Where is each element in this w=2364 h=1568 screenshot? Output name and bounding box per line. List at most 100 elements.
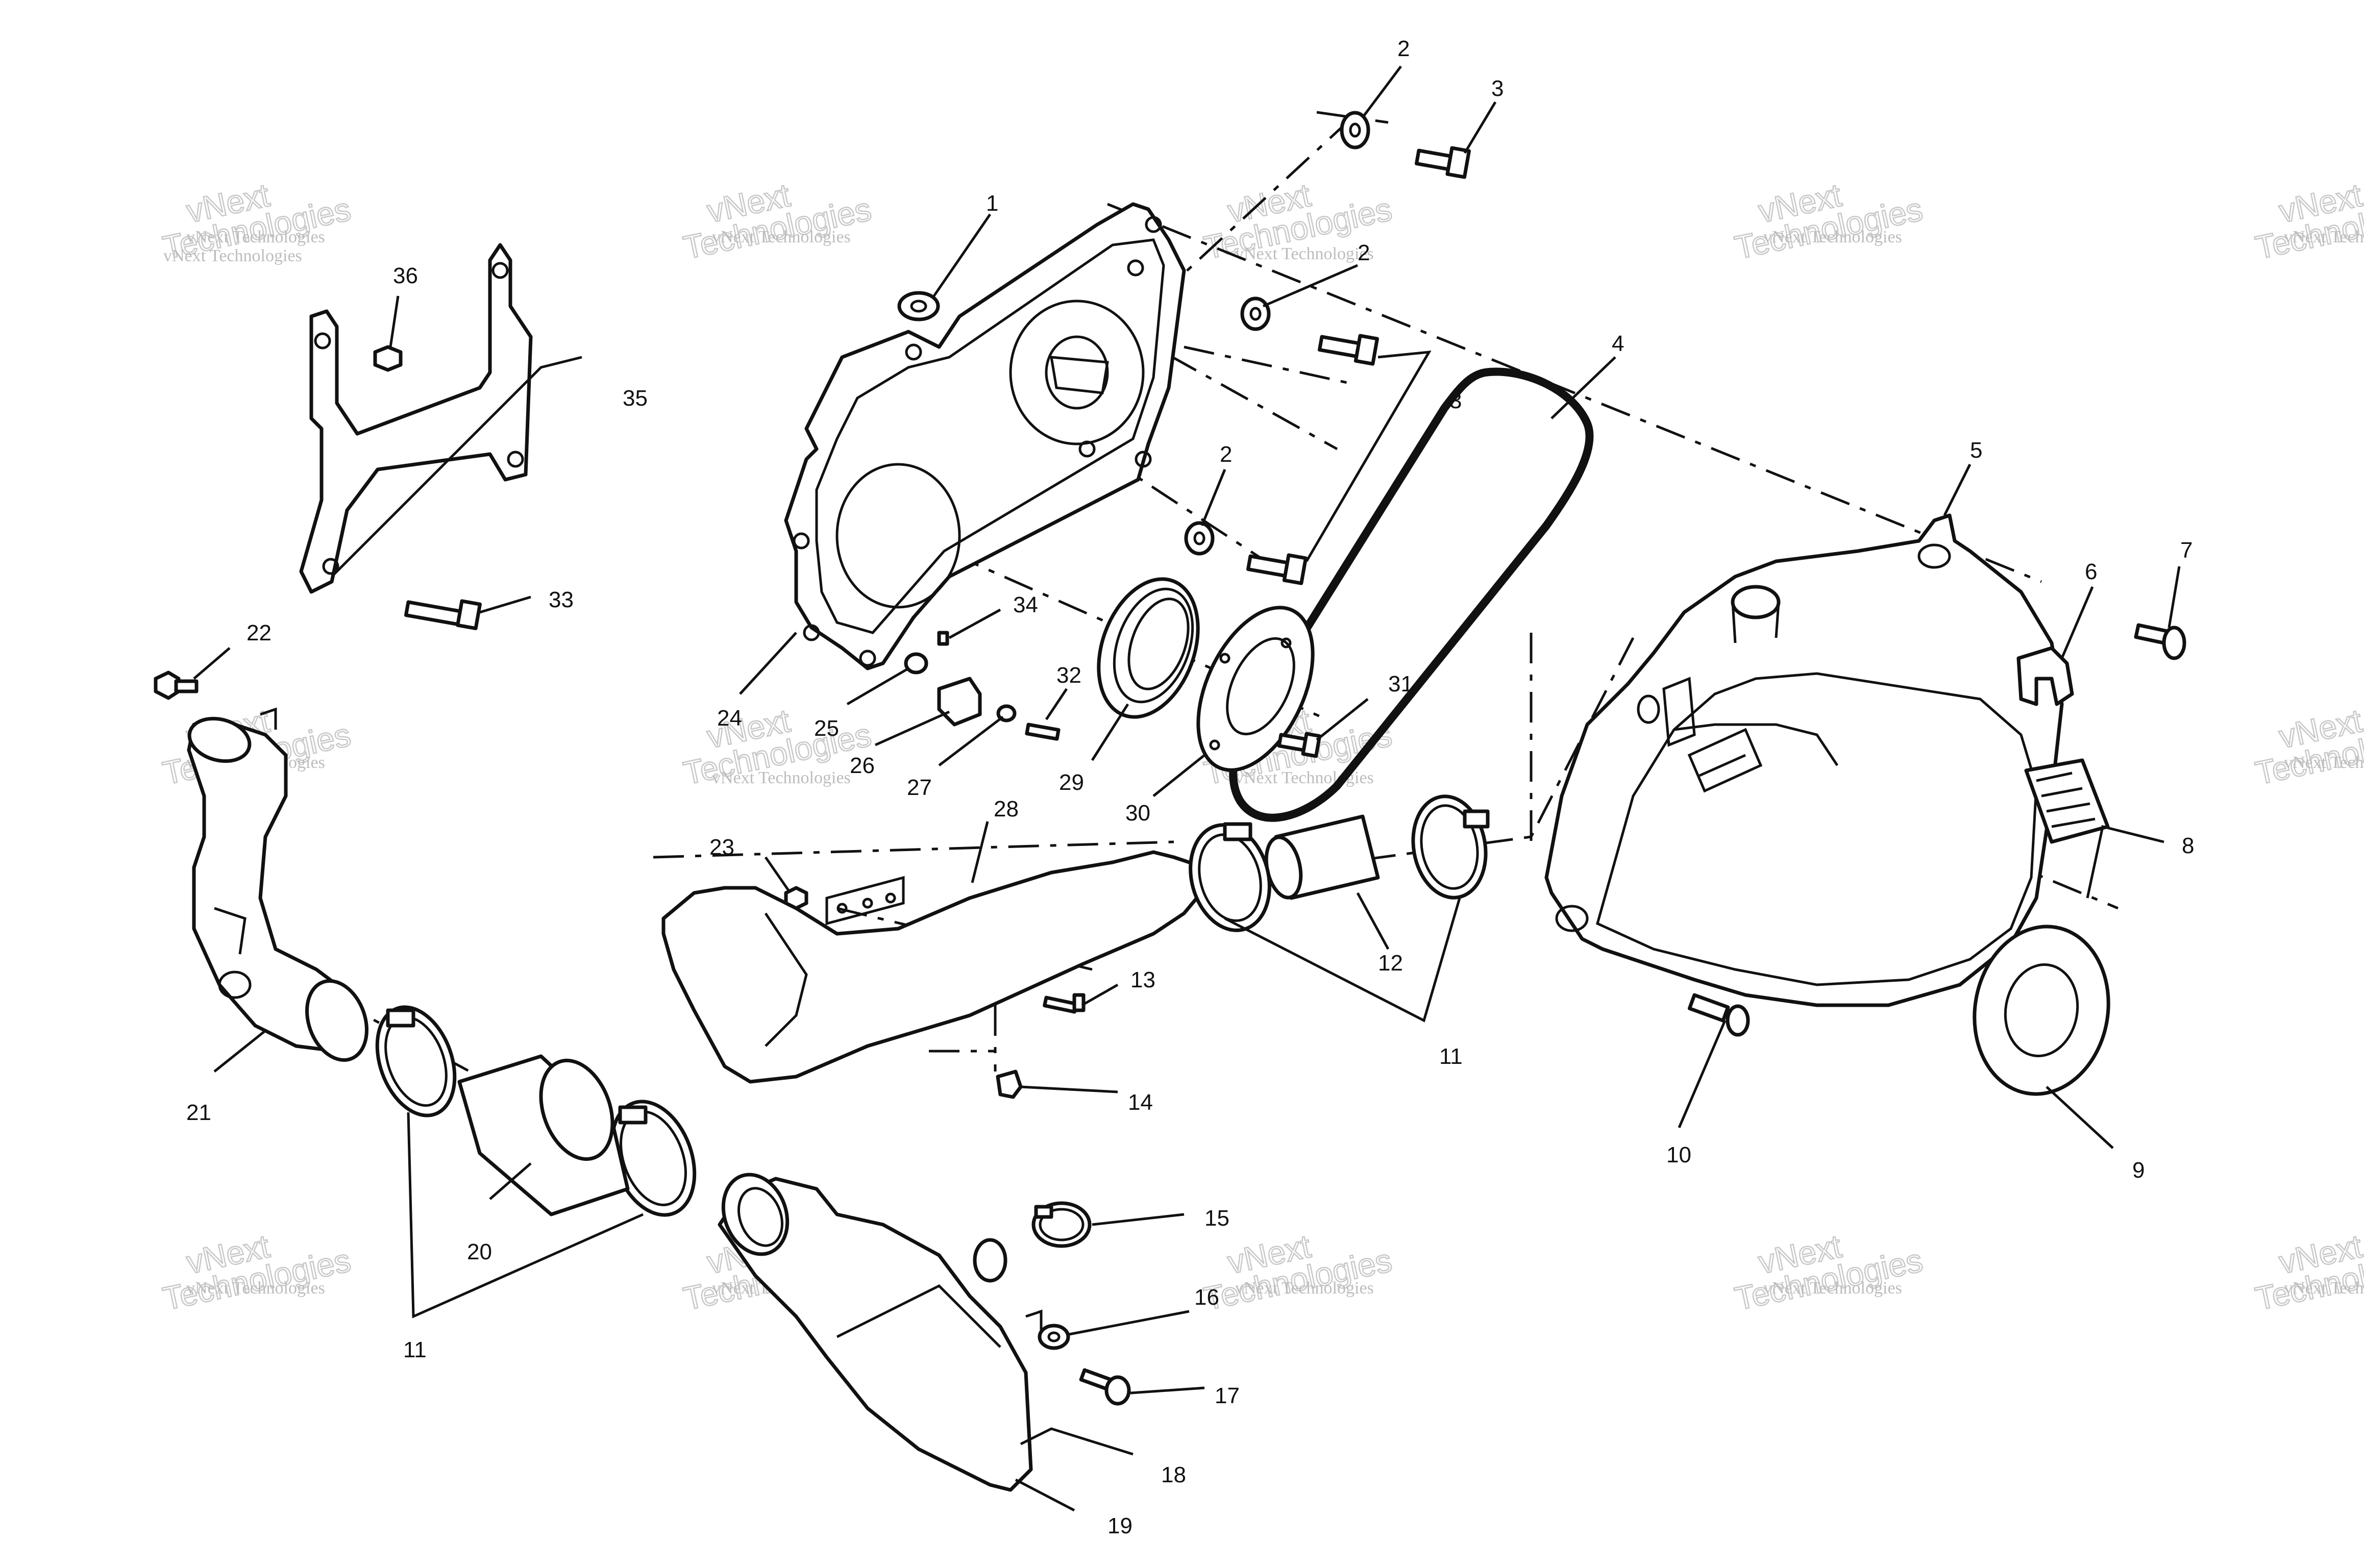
clamp-screw [1463, 809, 1490, 829]
screw-13 [1043, 993, 1086, 1014]
callout-10: 10 [1666, 1142, 1691, 1167]
callout-5: 5 [1970, 438, 1982, 463]
leader-28 [971, 821, 989, 883]
callout-36: 36 [393, 263, 418, 288]
bolt-shank [174, 679, 199, 693]
washer-inner [1349, 122, 1361, 138]
clamp-inner [1198, 833, 1262, 922]
leader-18 [1020, 1427, 1134, 1456]
clip-nut-body [996, 1069, 1023, 1099]
sleeve-20 [457, 1054, 630, 1216]
callout-33: 33 [549, 587, 574, 612]
watermark-text: vNext Technologies [712, 768, 851, 787]
callout-34: 34 [1013, 592, 1038, 617]
watermark-text: vNext Technologies [1763, 228, 1902, 246]
washer-inner [1193, 531, 1205, 545]
bolt-33 [404, 599, 482, 631]
centerline [1101, 453, 1267, 563]
callout-26: 26 [850, 753, 875, 778]
plate-bolt-hole [793, 532, 810, 550]
plate-bolt-hole [1135, 451, 1152, 468]
cover-outline [1544, 513, 2064, 1007]
leader-22 [193, 647, 231, 680]
cover-mount-hole [1637, 694, 1660, 724]
centerline [1107, 203, 2042, 583]
duct-mount-tab [825, 876, 905, 926]
callout-31: 31 [1388, 671, 1413, 696]
centerline [1530, 637, 1635, 838]
clip-nut-14 [996, 1069, 1023, 1099]
washer-outer [1184, 521, 1215, 556]
cover-mount-hole [1555, 905, 1589, 932]
callout-21: 21 [186, 1100, 211, 1125]
washers-2 [1184, 111, 1370, 556]
elbow-outlet [305, 979, 368, 1062]
callout-14: 14 [1128, 1090, 1153, 1115]
seal-inner [1127, 598, 1190, 690]
watermark-text: vNext Technologies [712, 228, 851, 246]
callout-7: 7 [2180, 538, 2193, 563]
leader-25 [846, 667, 909, 706]
cover-boss [1662, 677, 1696, 747]
gasket-inner [2004, 963, 2079, 1057]
callout-3: 3 [1491, 76, 1504, 101]
seal-29 [1097, 577, 1200, 719]
duct-tab-hole [836, 903, 848, 914]
clamp-screw [618, 1105, 648, 1125]
inner-cover-plate [784, 202, 1186, 670]
plate-bolt-hole [859, 650, 876, 667]
callout-22: 22 [247, 620, 272, 645]
callout-25: 25 [814, 716, 839, 741]
leader-35 [331, 356, 582, 578]
elbow-vent [218, 970, 252, 999]
hex-nut [373, 345, 403, 372]
leader-6 [2060, 586, 2094, 659]
callout-35: 35 [623, 386, 648, 411]
watermark-text: vNext Technologies [1235, 1279, 1374, 1298]
watermark-text: vNext Technologies [1235, 244, 1374, 263]
duct-contour [764, 912, 808, 1047]
callout-6: 6 [2085, 559, 2097, 584]
callout-28: 28 [994, 797, 1019, 822]
clip-6 [2016, 646, 2074, 706]
bearing-plate-30 [1196, 606, 1315, 772]
screw-10 [1687, 993, 1750, 1037]
callout-4: 4 [1612, 331, 1624, 356]
clamp-15 [1031, 1201, 1092, 1248]
hose-clamps-11 [375, 794, 1490, 1217]
airbox-inlet-bore [737, 1187, 784, 1247]
leader-31 [1316, 698, 1369, 741]
centerline [653, 840, 1174, 859]
airbox-tab [1025, 1309, 1043, 1332]
centerline [1306, 835, 1532, 869]
seal-outer [1097, 577, 1200, 719]
leader-34 [948, 608, 1001, 639]
bolt-22 [154, 670, 199, 700]
elbow-inlet [187, 716, 252, 763]
bracket-hole [322, 558, 339, 575]
washer-outer [1240, 296, 1271, 331]
callout-labels: 1 2 2 2 3 3 4 5 6 7 8 9 10 11 11 12 13 1… [186, 36, 2194, 1538]
bolt-head [1353, 334, 1379, 366]
leader-29 [1091, 703, 1129, 761]
gasket-9 [1973, 925, 2110, 1096]
leader-21 [213, 1030, 266, 1073]
plate-opening [835, 463, 961, 609]
bracket-hole [507, 451, 524, 468]
sleeve-end [539, 1058, 614, 1161]
bolt-32 [1025, 723, 1061, 741]
gasket-outer [1973, 925, 2110, 1096]
screw-shank [1043, 995, 1078, 1014]
airbox-19 [718, 1173, 1043, 1492]
plate-bolt-hole [1127, 259, 1144, 277]
clip-body [2016, 646, 2074, 706]
clamp-screw [1223, 822, 1252, 841]
callout-17: 17 [1215, 1383, 1240, 1408]
screw-head [1726, 1004, 1750, 1037]
leader-3a [1463, 101, 1497, 154]
leader-27 [938, 716, 1004, 766]
leader-15 [1092, 1213, 1185, 1226]
callout-24: 24 [717, 706, 742, 731]
washer-inner [910, 300, 927, 313]
hex-nut [784, 886, 808, 910]
